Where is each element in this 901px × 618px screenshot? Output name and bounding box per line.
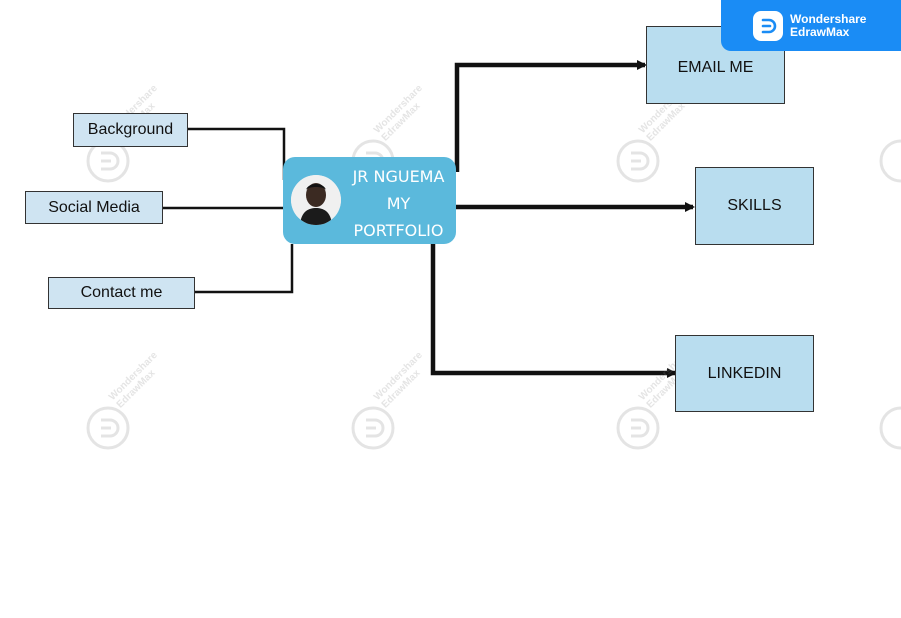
connector-contact-me — [194, 244, 294, 294]
watermark — [878, 375, 901, 455]
badge-text: Wondershare EdrawMax — [790, 11, 867, 39]
badge-line: EdrawMax — [790, 24, 850, 39]
watermark-logo-icon — [616, 139, 660, 183]
arrow-linkedin — [430, 241, 677, 378]
edrawmax-logo-icon — [753, 10, 783, 41]
watermark-logo-icon — [86, 406, 130, 450]
watermark-logo-icon — [616, 406, 660, 450]
arrow-email-me — [454, 60, 647, 172]
watermark-logo-icon — [879, 139, 901, 183]
node-contact-me[interactable]: Contact me — [48, 277, 195, 309]
node-social-media[interactable]: Social Media — [25, 191, 163, 224]
node-background[interactable]: Background — [73, 113, 188, 147]
node-label: Background — [87, 121, 174, 138]
watermark-logo-icon — [879, 406, 901, 450]
central-topic-text: JR NGUEMA MY PORTFOLIO — [341, 163, 456, 244]
central-topic-line: PORTFOLIO — [353, 221, 444, 240]
node-skills[interactable]: SKILLS — [695, 167, 814, 245]
central-topic[interactable]: JR NGUEMA MY PORTFOLIO — [283, 157, 456, 244]
node-label: LINKEDIN — [707, 364, 782, 382]
edrawmax-badge[interactable]: Wondershare EdrawMax — [721, 0, 901, 51]
central-topic-line: JR NGUEMA — [352, 167, 445, 186]
node-label: Contact me — [80, 284, 163, 301]
watermark — [878, 108, 901, 188]
node-linkedin[interactable]: LINKEDIN — [675, 335, 814, 412]
node-label: EMAIL ME — [677, 59, 754, 76]
person-photo-icon — [291, 175, 341, 225]
node-label: SKILLS — [727, 197, 782, 214]
avatar — [291, 175, 341, 225]
badge-line: Wondershare — [790, 11, 867, 26]
central-topic-line: MY — [386, 194, 411, 213]
connector-background — [188, 127, 286, 180]
watermark-logo-icon — [351, 406, 395, 450]
node-label: Social Media — [48, 198, 140, 216]
